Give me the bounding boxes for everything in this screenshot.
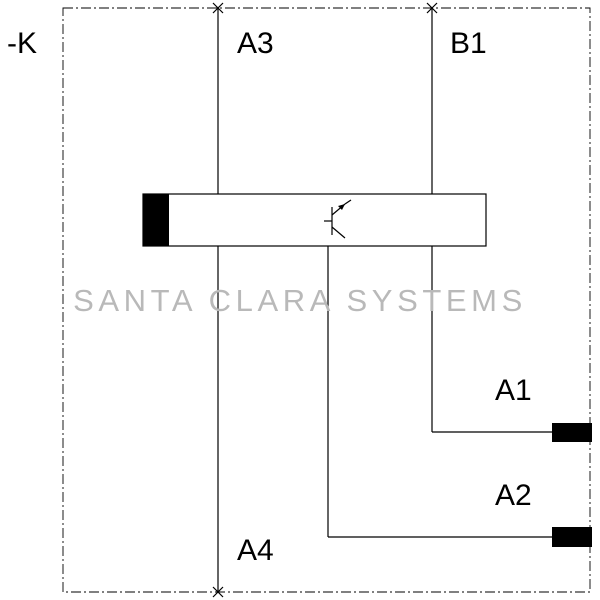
device-tag-label: -K xyxy=(7,27,37,60)
terminal-cross-icon xyxy=(212,2,224,14)
transistor-icon xyxy=(324,199,352,239)
relay-body xyxy=(142,193,487,247)
terminal-label-a1: A1 xyxy=(495,374,532,407)
terminal-cross-icon xyxy=(426,2,438,14)
terminal-block-icon xyxy=(552,527,592,547)
terminal-cross-icon xyxy=(212,586,224,598)
watermark-text: SANTA CLARA SYSTEMS xyxy=(73,283,527,318)
coil-marker-icon xyxy=(143,194,169,246)
device-boundary-frame xyxy=(62,7,591,593)
terminal-label-a4: A4 xyxy=(237,534,274,567)
terminal-block-icon xyxy=(552,423,592,442)
terminal-label-a2: A2 xyxy=(495,479,532,512)
terminal-label-b1: B1 xyxy=(450,27,487,60)
terminal-label-a3: A3 xyxy=(237,27,274,60)
